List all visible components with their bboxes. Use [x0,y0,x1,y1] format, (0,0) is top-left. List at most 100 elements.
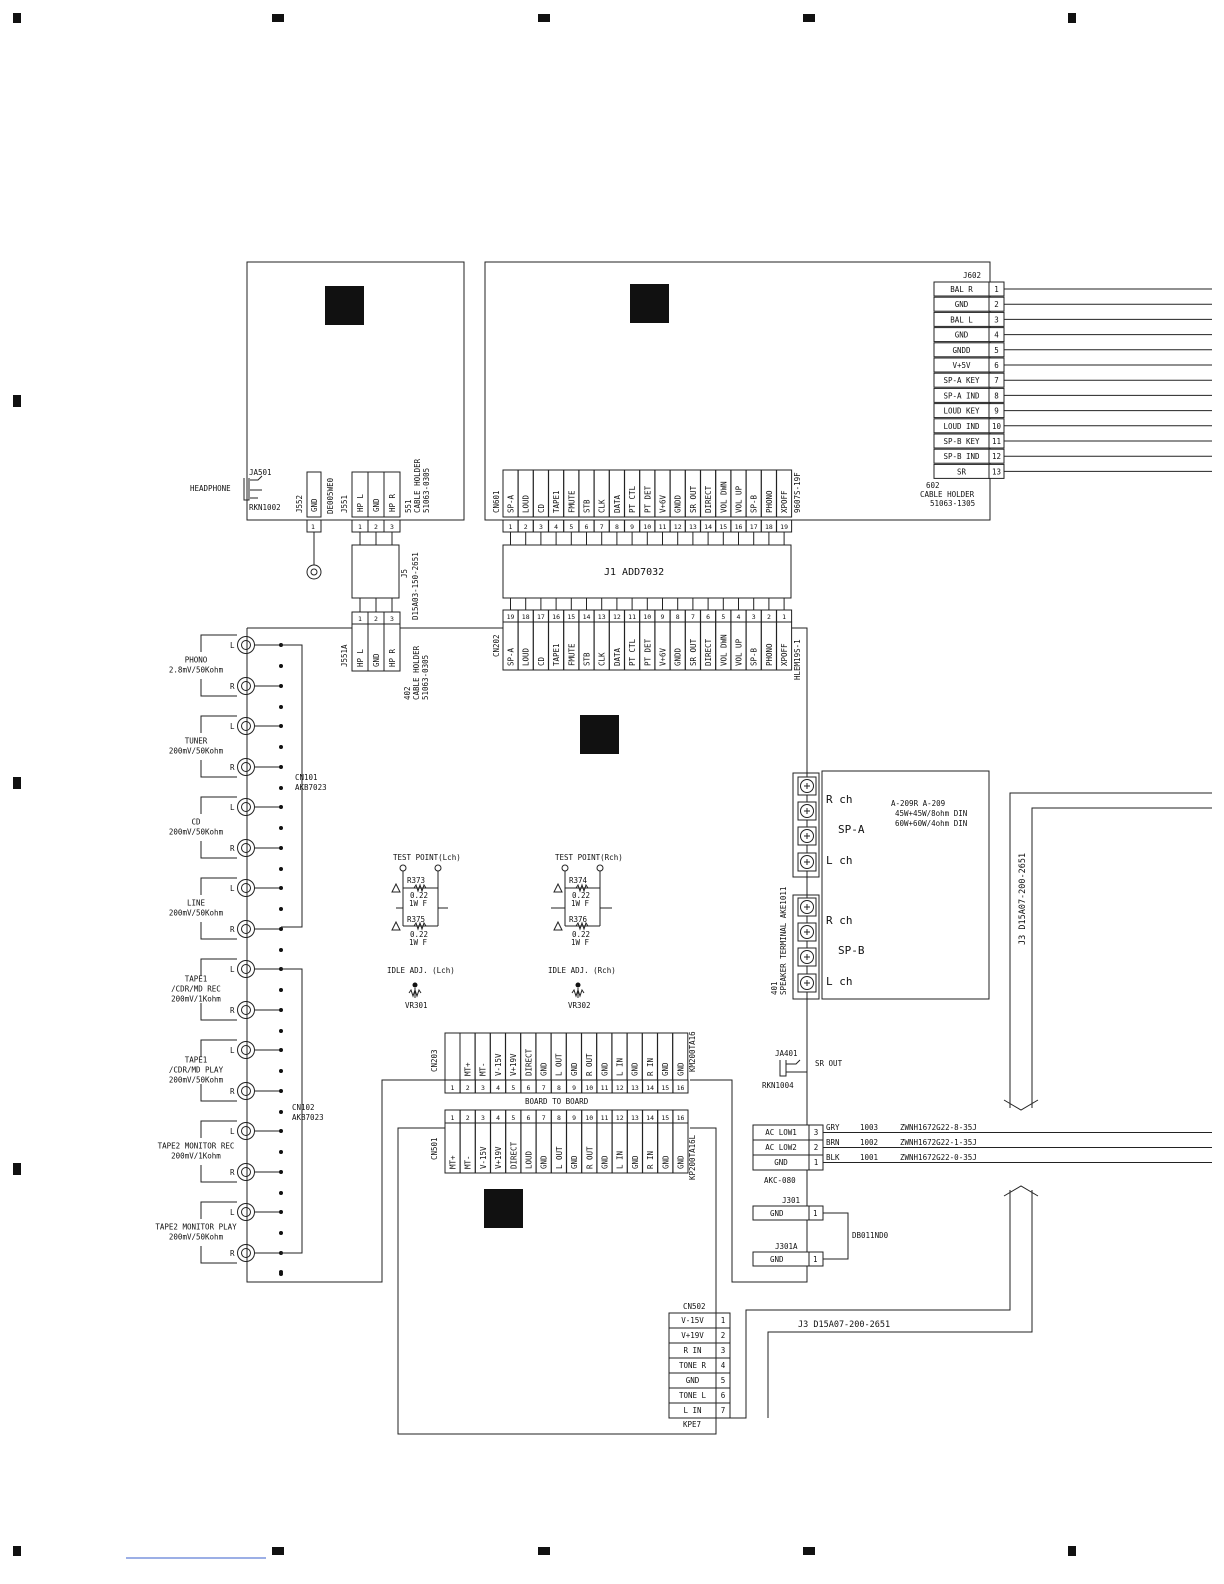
cn501-pin-number: 10 [585,1114,593,1122]
cn501-pin-number: 7 [542,1114,546,1122]
rca-jack-icon [237,636,255,654]
cn601-pin-number: 1 [509,523,513,531]
cn203-pin-name: GND [631,1062,640,1076]
j551-pin-number: 3 [390,523,394,531]
j602-pin-name: SP-A KEY [943,376,980,385]
sr-out-label: SR OUT [815,1059,843,1068]
cn203-pin-number: 1 [451,1084,455,1092]
cn601-pin-number: 10 [643,523,651,531]
cn203-pin-name: L OUT [555,1053,564,1076]
jack-channel: R [230,1168,235,1177]
rca-jack-icon [237,1001,255,1019]
cn601-pin-number: 3 [539,523,543,531]
cn601-pin-name: V+6V [659,494,668,513]
akc-wire-color: GRY [826,1123,840,1132]
cn202-pin-name: STB [583,652,592,666]
cn203-pin-name: GND [600,1062,609,1076]
cn203-pin-number: 10 [585,1084,593,1092]
cn502-pin-name: R IN [683,1346,701,1355]
rca-jack-icon [237,677,255,695]
cn202-pin-number: 17 [537,613,545,621]
cn501-pin-number: 2 [466,1114,470,1122]
cn203-pin-number: 16 [677,1084,685,1092]
j602-pin-number: 6 [994,361,999,370]
cn501-pin-number: 4 [496,1114,500,1122]
j301-pin-name: GND [770,1209,784,1218]
cn601-pin-name: DIRECT [704,485,713,513]
jack-channel: R [230,1006,235,1015]
cn202-pin-number: 12 [613,613,621,621]
screw-terminal-icon [800,829,814,843]
cn202-pin-number: 7 [691,613,695,621]
model-line-1: A-209R A-209 [891,799,945,808]
input-source-label: 2.8mV/50Kohm [169,666,224,675]
jack-channel: L [230,884,235,893]
cn202-pin-name: CD [537,656,546,666]
headphone-jack-part: RKN1002 [249,503,281,512]
svg-text:1: 1 [311,523,315,531]
akc-wire-code: 1003 [860,1123,878,1132]
cn501-pin-number: 12 [616,1114,624,1122]
j602-pin-number: 7 [994,376,999,385]
cn501-pin-number: 6 [527,1114,531,1122]
input-connectors: CN101 AKB7023 CN102 AKB7023 [292,773,327,1122]
terminal-ref: 401 [770,981,779,995]
cn203-pin-name: GND [570,1062,579,1076]
screw-terminal-icon [800,779,814,793]
j602-pin-number: 9 [994,407,999,416]
akc-wire-part: ZWNH1672G22-1-35J [900,1138,977,1147]
db011-label: DB011ND0 [852,1231,889,1240]
rca-jack-icon [237,879,255,897]
cn202-pin-name: VOL DWN [719,634,728,666]
jack-channel: L [230,1046,235,1055]
input-source-label: TAPE1 [185,1056,208,1065]
cn501-pin-name: R IN [646,1151,655,1169]
j551-pin-name: HP R [388,493,397,512]
rca-jack-icon [237,758,255,776]
cn601-pin-number: 13 [689,523,697,531]
cn102-part: AKB7023 [292,1113,324,1122]
model-line-2: 45W+45W/8ohm DIN [895,809,967,818]
cn601-pin-number: 17 [750,523,758,531]
holder-402-3: 51063-0305 [421,655,430,700]
j602-pin-name: V+5V [952,361,971,370]
cn501-pin-name: GND [540,1155,549,1169]
akc-pin-number: 3 [814,1128,819,1137]
cn501-pin-name: L OUT [555,1146,564,1169]
input-source-label: 200mV/50Kohm [169,747,224,756]
input-source-label: 200mV/50Kohm [169,1076,224,1085]
jack-channel: R [230,844,235,853]
cn202-pin-number: 1 [782,613,786,621]
cn601-pin-name: SP-A [507,494,516,513]
jack-channel: R [230,1087,235,1096]
cn501-pin-number: 14 [646,1114,654,1122]
input-source-label: 200mV/50Kohm [169,1233,224,1242]
jack-channel: R [230,763,235,772]
screw-terminal-icon [800,976,814,990]
cn202-pin-name: XPOFF [780,643,789,666]
j602-pin-number: 8 [994,391,999,400]
headphone-section: HEADPHONE JA501 RKN1002 J552 GND DE005WE… [190,458,431,700]
cn202-pin-number: 2 [767,613,771,621]
cn203-pin-number: 7 [542,1084,546,1092]
cn502-pin-name: V-15V [681,1316,704,1325]
cn501-pin-number: 9 [572,1114,576,1122]
screw-terminal-icon [800,950,814,964]
cn203-pin-name: V+19V [509,1053,518,1076]
spb-lch: L ch [826,975,853,988]
rca-jack-icon [237,1041,255,1059]
cn501-pin-name: V-15V [479,1146,488,1169]
cn601-pin-number: 5 [569,523,573,531]
headphone-label: HEADPHONE [190,484,231,493]
rca-jack-icon [237,1244,255,1262]
cn102-ref: CN102 [292,1103,315,1112]
cn203-pin-number: 12 [616,1084,624,1092]
jack-channel: L [230,1208,235,1217]
cn202-pin-name: SP-B [750,647,759,666]
j602-holder-3: 51063-1305 [930,499,975,508]
cn202-part: HLEM19S-1 [793,639,802,680]
